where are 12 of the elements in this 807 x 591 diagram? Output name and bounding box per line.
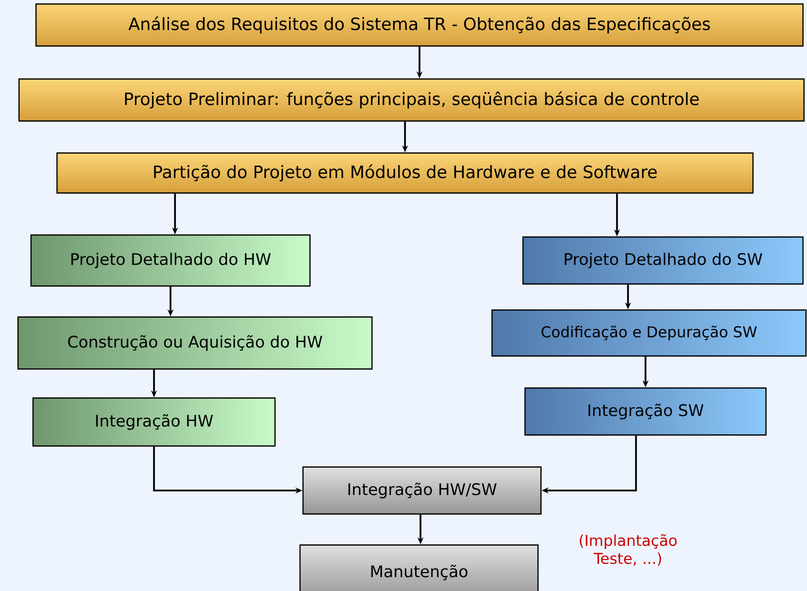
process-box: Análise dos Requisitos do Sistema TR - Obtenção das Especificações <box>35 3 804 47</box>
process-box: Integração SW <box>524 387 767 436</box>
process-box: Manutenção <box>299 544 539 591</box>
process-box: Projeto Detalhado do SW <box>522 236 804 285</box>
process-box: Projeto Preliminar: funções principais, seqüência básica de controle <box>18 78 805 122</box>
process-box: Codificação e Depuração SW <box>491 309 807 357</box>
process-box: Integração HW <box>32 397 276 447</box>
process-box: Construção ou Aquisição do HW <box>17 316 373 370</box>
note-text: (Implantação Teste, ...) <box>580 534 677 566</box>
process-box: Partição do Projeto em Módulos de Hardware e de Software <box>56 152 754 194</box>
process-box: Projeto Detalhado do HW <box>30 234 311 287</box>
process-box: Integração HW/SW <box>302 466 542 515</box>
